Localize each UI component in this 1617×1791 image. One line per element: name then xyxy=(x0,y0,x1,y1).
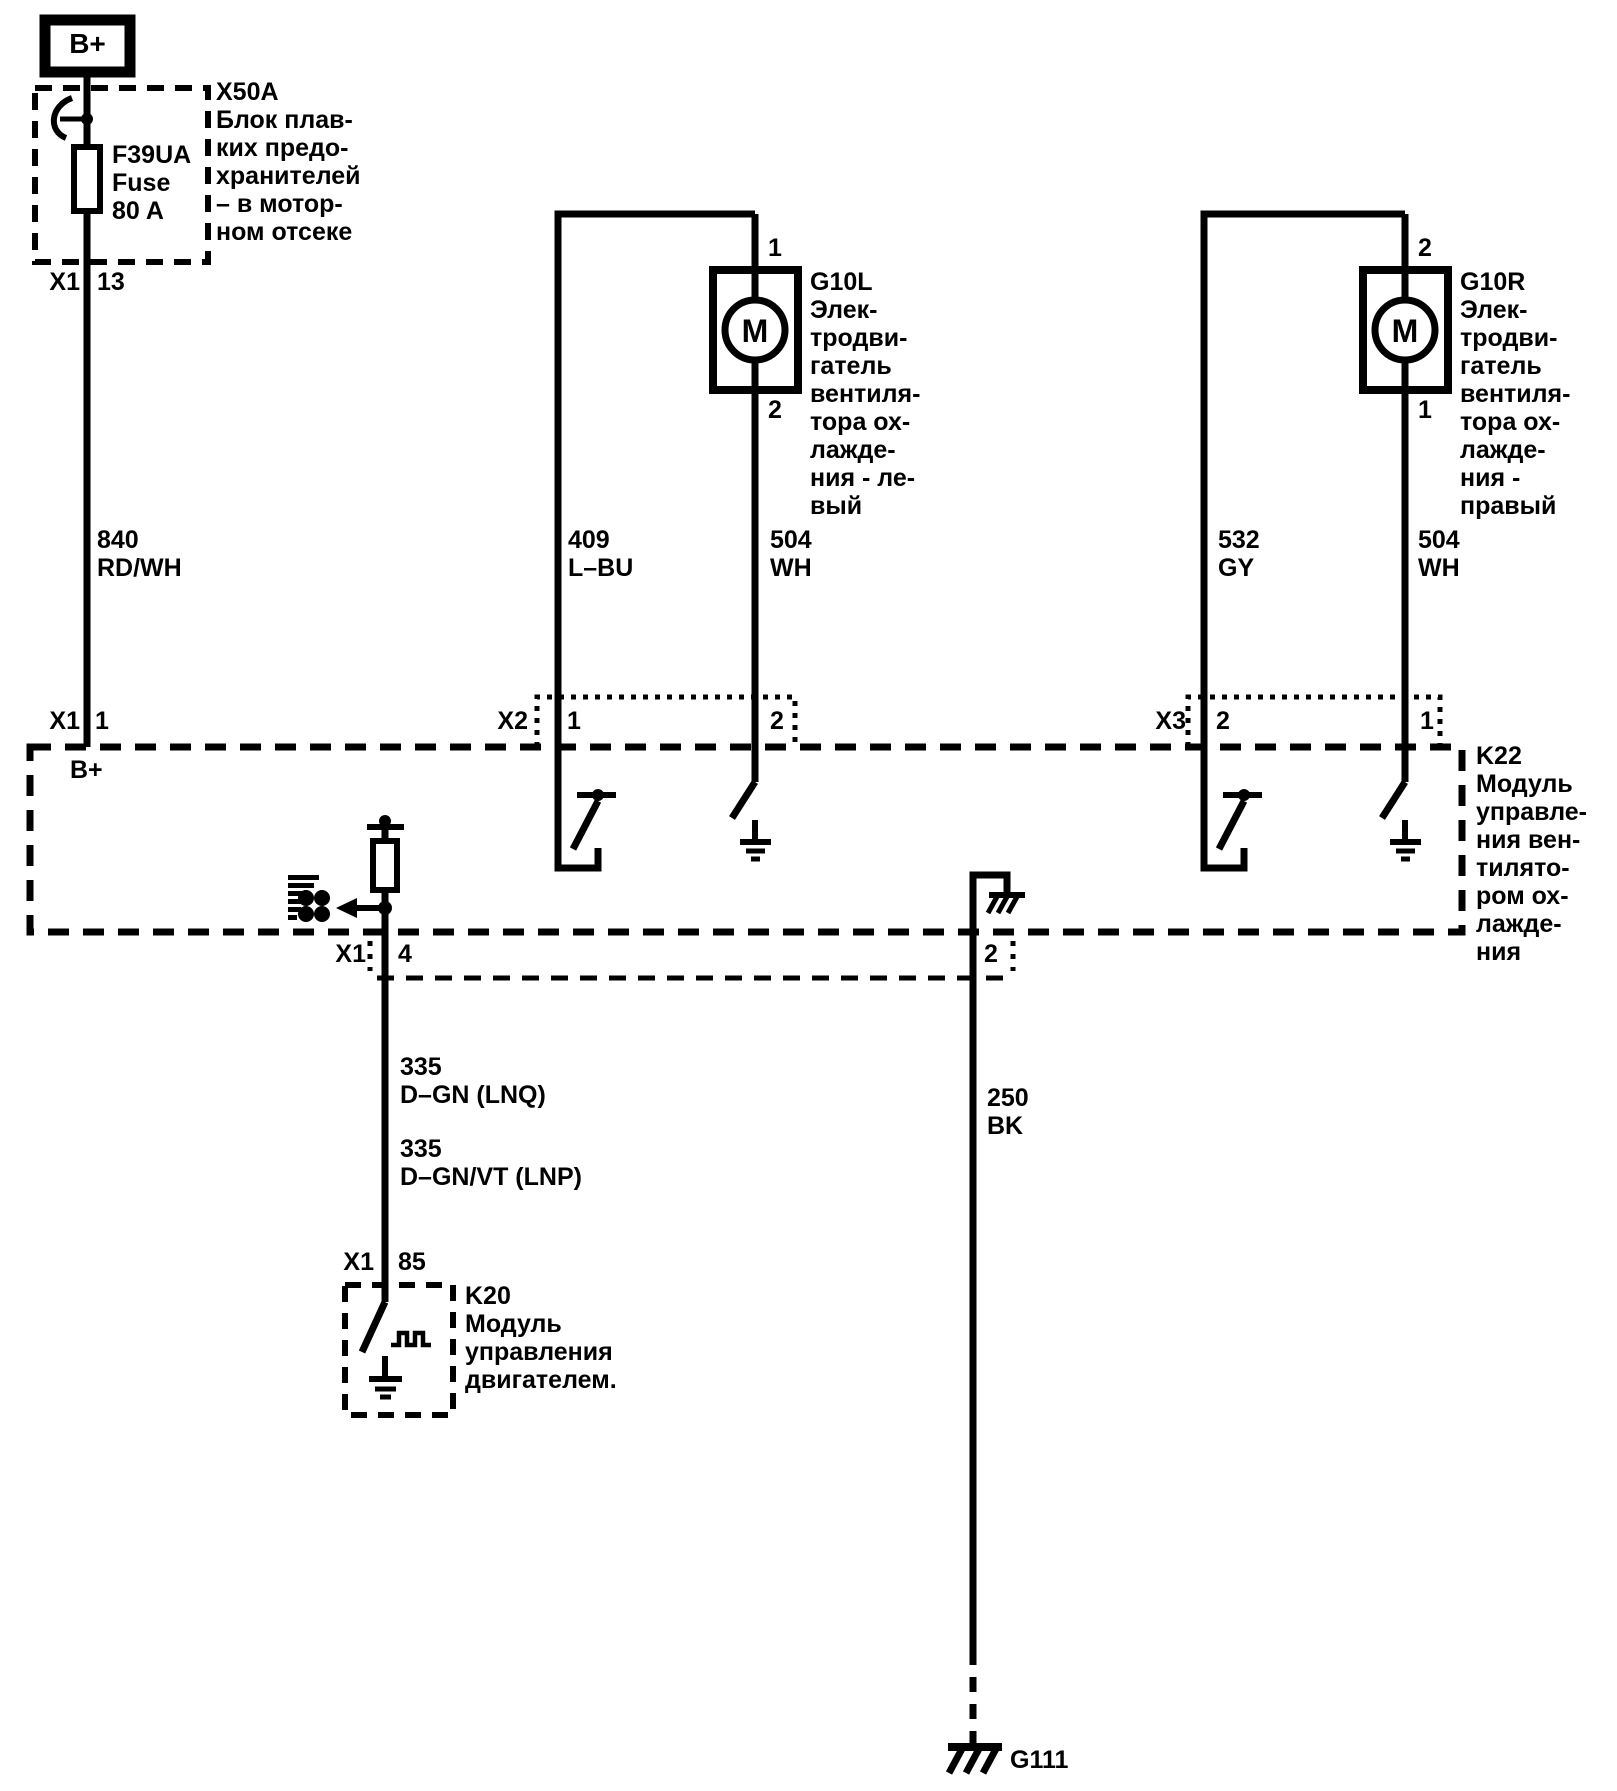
fuse-icon xyxy=(71,144,103,214)
battery-terminal-label: B+ xyxy=(69,28,106,59)
k22-ground-pin: 2 xyxy=(984,940,998,968)
k22-x1-in-pin: 1 xyxy=(95,707,109,735)
x2-connector-box xyxy=(534,694,798,747)
k22-x3-name: X3 xyxy=(1155,707,1186,735)
wire-409-l-bu xyxy=(554,210,755,872)
chassis-ground-icon-k22 xyxy=(985,892,1025,915)
wire-335-lnq-label: 335 D–GN (LNQ) xyxy=(400,1053,546,1109)
g111-chassis-ground-icon xyxy=(945,1743,1002,1775)
wire-840-label: 840 RD/WH xyxy=(97,526,182,582)
wire-532-label: 532 GY xyxy=(1218,526,1260,582)
k20-x1-name: X1 xyxy=(343,1248,374,1276)
wire-504-right-label: 504 WH xyxy=(1418,526,1460,582)
g10r-label: G10R Элек- тродви- гатель вентиля- тора … xyxy=(1460,268,1571,520)
g10r-motor-icon xyxy=(1371,296,1439,364)
g10l-motor-letter: M xyxy=(742,313,769,349)
wire-335-lnp-label: 335 D–GN/VT (LNP) xyxy=(400,1135,582,1191)
wire-532-gy xyxy=(1200,210,1405,872)
resistor-icon xyxy=(370,838,400,893)
g10r-pin-top: 2 xyxy=(1418,234,1432,262)
fan-icon xyxy=(288,875,330,922)
battery-feed-circuit xyxy=(32,14,211,747)
k22-label: K22 Модуль управле- ния вен- тилято- ром… xyxy=(1476,742,1587,966)
wire-250-label: 250 BK xyxy=(987,1084,1029,1140)
k20-switch-blade xyxy=(358,1300,389,1354)
g10r-pin-bottom: 1 xyxy=(1418,396,1432,424)
ground-icon-x2 xyxy=(740,820,771,862)
arrow-left-icon xyxy=(336,898,357,918)
k22-x2-pin-left: 1 xyxy=(567,707,581,735)
g10l-pin-top: 1 xyxy=(768,234,782,262)
g10l-motor-icon xyxy=(721,296,789,364)
k22-x3-pin-right: 1 xyxy=(1420,707,1434,735)
k22-x1-out-pin: 4 xyxy=(398,940,412,968)
k22-x2-pin-right: 2 xyxy=(770,707,784,735)
k20-label: K20 Модуль управления двигателем. xyxy=(465,1282,617,1394)
g10r-motor-letter: M xyxy=(1392,313,1419,349)
k20-module-box xyxy=(342,1282,456,1418)
k22-x3-pin-left: 2 xyxy=(1216,707,1230,735)
fuse-block-box xyxy=(32,85,211,265)
k22-x2-name: X2 xyxy=(497,707,528,735)
g10l-label: G10L Элек- тродви- гатель вентиля- тора … xyxy=(810,268,921,520)
g111-label: G111 xyxy=(1010,1746,1069,1774)
g10l-pin-bottom: 2 xyxy=(768,396,782,424)
wire-504-left-label: 504 WH xyxy=(770,526,812,582)
k22-bplus-label: B+ xyxy=(70,756,103,784)
pwm-signal-icon xyxy=(391,1330,431,1348)
battery-terminal-box xyxy=(39,14,136,78)
k22-module-box xyxy=(26,694,1466,981)
fuse-block-label: X50A Блок плав- ких предо- хранителей – … xyxy=(216,78,361,246)
x3-connector-box xyxy=(1185,694,1443,747)
g10l-circuit: M xyxy=(554,210,802,872)
connector-x1-13-name: X1 xyxy=(49,268,80,296)
fuse-label: F39UA Fuse 80 A xyxy=(112,141,192,225)
wire-250-bk xyxy=(969,871,1011,1650)
k22-switch-blade-x3 xyxy=(1215,799,1248,851)
connector-x1-13-pin: 13 xyxy=(97,268,125,296)
clip-icon xyxy=(50,95,74,141)
k22-x1-out-name: X1 xyxy=(335,940,366,968)
k22-fan-command xyxy=(288,815,404,1302)
k22-x1-in-name: X1 xyxy=(49,707,80,735)
k22-internal-ground xyxy=(945,871,1025,1775)
k20-x1-pin: 85 xyxy=(398,1248,426,1276)
k22-ground-switch-x3 xyxy=(1379,780,1408,820)
wire-409-label: 409 L–BU xyxy=(568,526,634,582)
ground-icon-x3 xyxy=(1390,820,1421,862)
k22-ground-switch-x2 xyxy=(729,780,758,820)
ground-icon-k20 xyxy=(369,1356,402,1400)
g10r-circuit: M xyxy=(1200,210,1452,872)
k22-switch-blade-x2 xyxy=(569,799,602,851)
